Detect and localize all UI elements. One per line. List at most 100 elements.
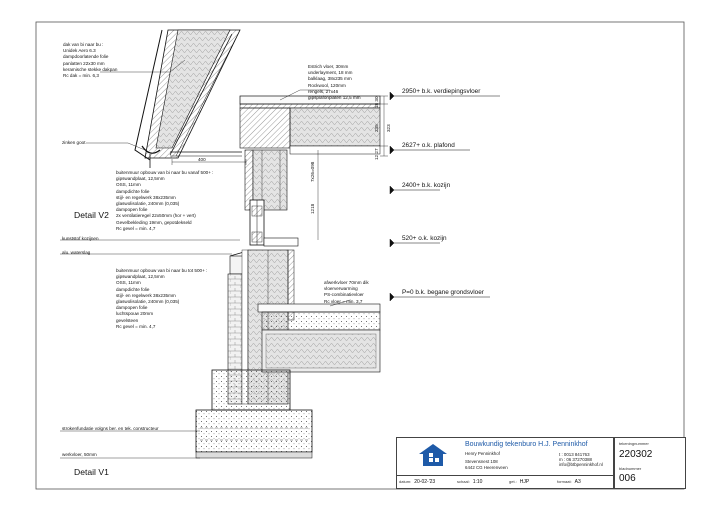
company-logo [419,444,447,466]
wall-note-line: gipswandplaat, 12,5mm [116,274,165,280]
wall-note-line: gevelsteen [116,317,139,323]
level-kozijn-bk: 2400+ b.k. kozijn [402,182,450,189]
sill-label: alu. waterslag [62,250,91,255]
roof-note-line: keramische stekke dakpan [63,66,118,72]
floor-note-line: rengels, 27x46 [308,88,339,94]
detail-v2-title: Detail V2 [74,210,109,220]
ground-note-line: PS-combinatievloer [324,292,364,298]
ground-note-line: Rc vloer = min. 3,7 [324,298,363,304]
ground-floor-note: afwerkvloer 70mm dik vloerverwarming PS-… [324,280,369,305]
leader-lines [60,59,351,459]
scale-value: 1:10 [472,479,483,485]
format-cell: formaat:A3 [557,476,581,488]
floor-note-line: gipsplafonplaten 12,5 mm [308,95,361,101]
wall-note-line: stijl- en regelwerk 38x235mm [116,194,176,200]
company-name: Bouwkundig tekenburo H.J. Penninkhof [465,441,588,448]
roof-note-line: Unidek Aero 6.3 [63,48,96,54]
floor-note-line: Rockwool, 120mm [308,82,346,88]
format-value: A3 [574,479,581,485]
dimension-lines [171,95,388,240]
roof-note: dak van bi naar bu : Unidek Aero 6.3 dam… [63,42,117,79]
drawn-by-value: HJP [519,479,530,485]
level-lines [389,91,500,302]
wall-note-line: Rc gevel = min. 4,7 [116,323,156,329]
wall-note-line: luchtspouw 20mm [116,311,154,317]
workfloor-label: werkvloer, 50mm [62,452,97,457]
company-street: Stevensnest 108 [465,459,498,464]
level-verdiepingsvloer: 2950+ b.k. verdiepingsvloer [402,88,480,95]
wall-note-lower: buitenmuur opbouw van bi naar bu tot 500… [116,268,207,330]
wall-note-line: OSS, 11mm [116,280,141,286]
wall-note-line: dampopen folie [116,305,148,311]
level-label: o.k. plafond [421,142,455,149]
roof-note-line: dak van bi naar bu : [63,42,104,47]
floor-dim-total: 323 [386,124,391,132]
roof-note-line: dampdoorlatende folie [63,54,109,60]
level-value: P=0 [402,289,414,296]
sheet-number-label: bladnummer [619,466,642,471]
level-value: 2400+ [402,182,420,189]
detail-v1-title: Detail V1 [74,467,109,477]
company-email: info@btbpenninkhof.nl [559,462,603,467]
window-dim-height: 1218 [310,203,315,214]
wall-note-line: Rc gevel = min. 4,7 [116,225,156,231]
level-label: o.k. kozijn [418,235,447,242]
roof-note-line: panlatten 22x30 mm [63,60,105,66]
ground-note-line: afwerkvloer 70mm dik [324,280,369,285]
drawing-number: 220302 [619,449,653,460]
wall-note-line: buitenmuur opbouw van bi naar bu tot 500… [116,268,208,273]
wall-note-line: dampdichte folie [116,188,150,194]
wall-note-line: OSS, 11mm [116,182,141,188]
level-label: b.k. kozijn [421,182,451,189]
floor-note-line: balklaag, 38x235 mm [308,76,352,82]
scale-cell: schaal:1:10 [457,476,482,488]
wall-note-line: glaswolisolatie, 240mm (0,035) [116,299,180,305]
company-mobile: m : 06 37270388 [559,457,592,462]
level-label: b.k. verdiepingsvloer [421,88,481,95]
level-value: 2950+ [402,88,420,95]
level-value: 520+ [402,235,417,242]
sheet-number: 006 [619,473,636,484]
level-plafond: 2627+ o.k. plafond [402,142,455,149]
company-contact-person: Henry Penninkhof [465,451,500,456]
wall-note-line: dampopen folie [116,207,148,213]
date-value: 20-02-'23 [414,479,436,485]
wall-note-line: stijl- en regelwerk 38x235mm [116,292,176,298]
gutter [141,145,161,168]
foundation-label: strokenfundatie volgns ber. en tek. cons… [62,426,159,431]
level-kozijn-ok: 520+ o.k. kozijn [402,235,447,242]
drawing-number-label: tekeningnummer [619,441,649,446]
wall-note-line: gipswandplaat, 12,5mm [116,176,165,182]
date-label: datum: [399,479,412,484]
wall-note-upper: buitenmuur opbouw van bi naar bu vanaf 5… [116,170,213,232]
wall-note-line: buitenmuur opbouw van bi naar bu vanaf 5… [116,170,214,175]
level-label: b.k. begane grondsvloer [415,289,484,296]
scale-label: schaal: [457,479,470,484]
company-city: 6442 CG Heerenveen [465,465,508,470]
roof-section [134,29,241,161]
wall-note-line: 2x ventilatieregel 22x50mm (hor + vert) [116,213,196,219]
overhang-dimension: 400 [198,157,206,162]
gutter-label: zinken goot [62,140,86,145]
wall-note-line: glaswolisolatie, 240mm (0,035) [116,201,180,207]
floor-note-line: Estrich vloer, 30mm [308,64,349,69]
frame-label: kunststof kozijnen [62,236,99,241]
floor-dim-joist: 235 [374,124,379,132]
upper-floor [170,95,381,157]
ground-note-line: vloerverwarming [324,286,358,292]
ground-floor [257,303,381,373]
window-dim-rows: 7x26=098 [310,161,315,182]
floor-note: Estrich vloer, 30mm underlayment, 18 mm … [308,64,361,101]
floor-dim-bottom: 12 27 [374,148,379,161]
drawn-by-label: get.: [509,479,517,484]
sheet-border [35,21,685,490]
floor-dim-top: 18 30 [374,96,379,109]
wall-note-line: Gevelbekleding 19mm, gepotdekseld [116,219,192,225]
drawing-number-block: tekeningnummer 220302 bladnummer 006 [614,437,686,489]
level-grondsvloer: P=0 b.k. begane grondsvloer [402,289,484,296]
foundation [195,369,313,459]
title-block: Bouwkundig tekenburo H.J. Penninkhof Hen… [396,437,614,489]
format-label: formaat: [557,479,572,484]
level-value: 2627+ [402,142,420,149]
